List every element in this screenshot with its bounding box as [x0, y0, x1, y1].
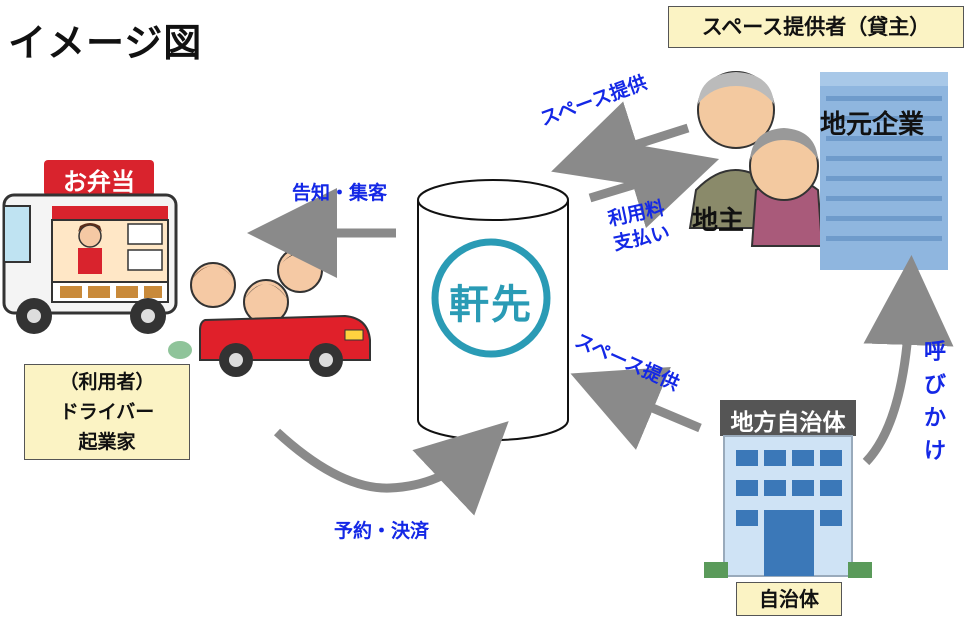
noki-logo-ring [431, 238, 551, 358]
noki-logo-text: 軒先 [449, 282, 533, 328]
municipality-building [704, 400, 872, 578]
arrow-call-out [862, 255, 954, 466]
arrow-space-offer-top [551, 101, 690, 188]
flow-arrows [247, 101, 954, 516]
family-car-illustration [168, 247, 371, 377]
bento-sign-text: お弁当 [63, 168, 135, 196]
platform-cylinder [417, 179, 569, 441]
user-label-line-2: ドライバー [59, 401, 155, 423]
local-company-building [820, 72, 948, 270]
landowner-couple-illustration [688, 71, 824, 247]
municipality-sign-board [720, 400, 856, 436]
municipality-sign-text: 地方自治体 [730, 410, 846, 436]
user-label-box: （利用者） ドライバー 起業家 [24, 364, 190, 460]
arrow-reservation [273, 421, 509, 516]
arrow-space-offer-bottom [570, 366, 702, 450]
lessor-label-box: スペース提供者（貸主） [668, 6, 964, 48]
municipality-label-box: 自治体 [736, 582, 842, 616]
food-truck-illustration [2, 160, 178, 334]
arrow-usage-fee [588, 141, 720, 229]
landowner-label: 地主 [692, 206, 745, 236]
call-out-label: 呼びかけ [924, 340, 947, 464]
notice-label: 告知・集客 [292, 182, 388, 204]
bento-sign-board [44, 160, 154, 196]
page-title: イメージ図 [8, 21, 203, 65]
user-label-line-3: 起業家 [78, 431, 136, 453]
reservation-label: 予約・決済 [334, 520, 430, 542]
local-company-label: 地元企業 [820, 110, 925, 140]
user-label-line-1: （利用者） [59, 371, 155, 393]
